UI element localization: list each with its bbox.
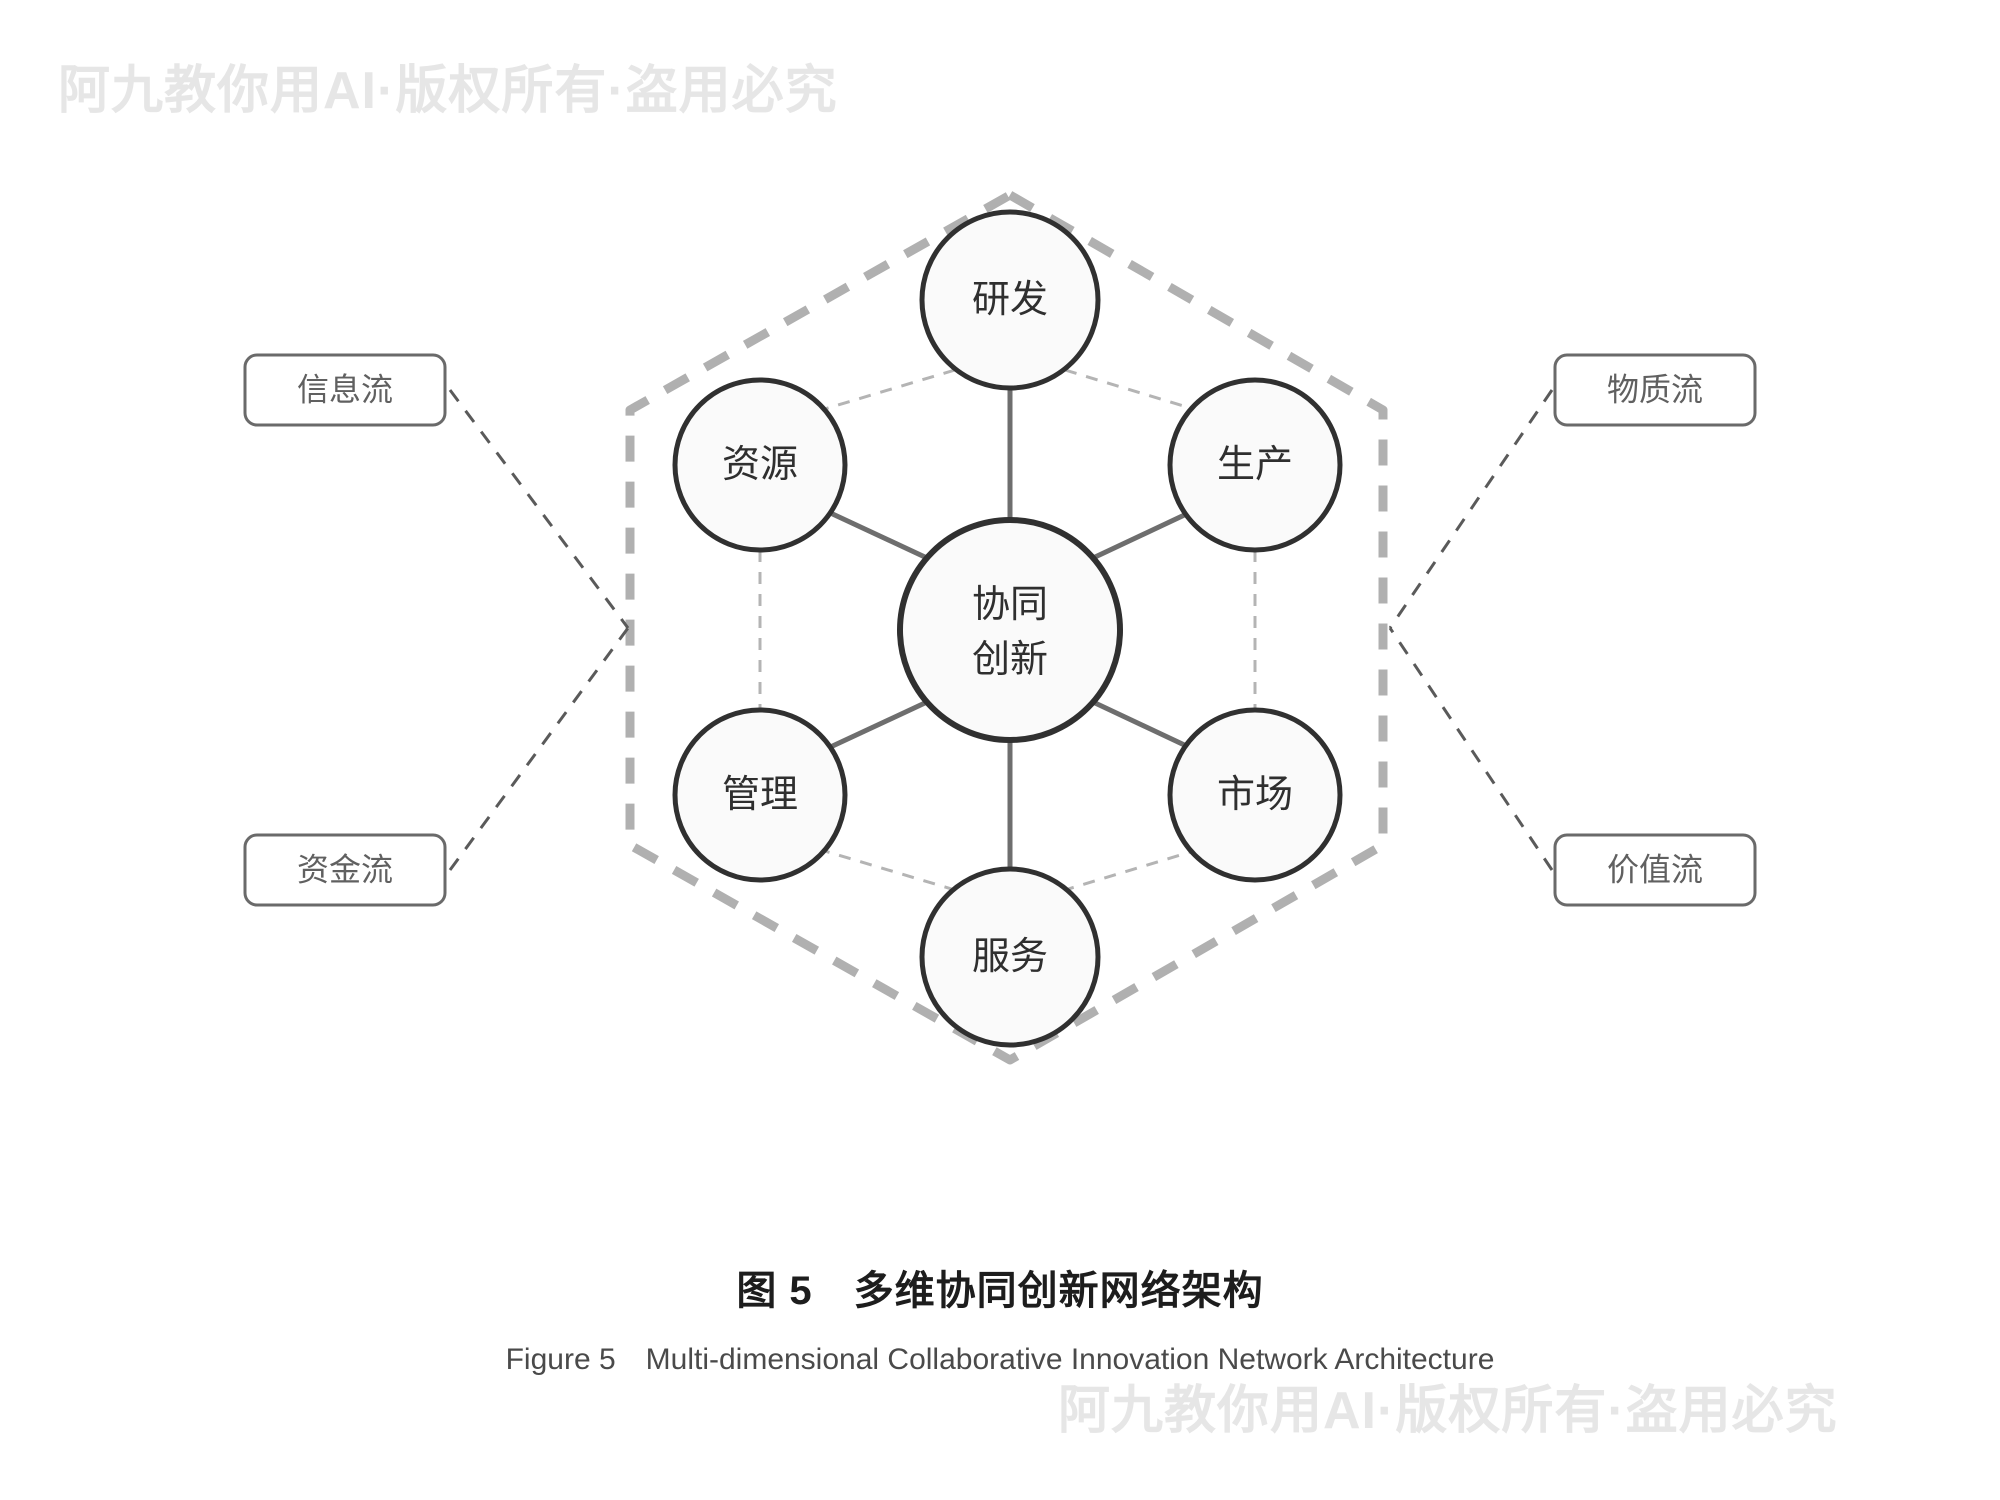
- node-management-circle[interactable]: [672, 707, 848, 883]
- flow-label-material-text: 物质流: [1607, 371, 1703, 407]
- figure-caption: 图 5 多维协同创新网络架构 Figure 5 Multi-dimensiona…: [0, 1258, 2000, 1378]
- flow-label-information-box[interactable]: [243, 353, 447, 427]
- flow-label-information[interactable]: 信息流: [243, 353, 447, 427]
- node-market-circle[interactable]: [1167, 707, 1343, 883]
- node-center-circle[interactable]: [897, 517, 1123, 743]
- spoke-group: [822, 388, 1197, 869]
- flow-label-value[interactable]: 价值流: [1553, 833, 1757, 907]
- node-management-label: 管理: [722, 774, 798, 816]
- flow-connector-value: [1388, 627, 1554, 871]
- watermark-top: 阿九教你用AI·版权所有·盗用必究: [58, 62, 838, 120]
- ring-link-rd-production: [1064, 368, 1201, 413]
- node-resource[interactable]: 资源: [672, 377, 848, 553]
- caption-english: Figure 5 Multi-dimensional Collaborative…: [505, 1343, 1495, 1376]
- node-market[interactable]: 市场: [1167, 707, 1343, 883]
- hexagon-boundary: [625, 190, 1388, 1065]
- flow-label-value-text: 价值流: [1607, 851, 1703, 887]
- flow-label-capital-text: 资金流: [297, 851, 393, 887]
- flow-label-material[interactable]: 物质流: [1553, 353, 1757, 427]
- node-rd-label: 研发: [972, 279, 1048, 321]
- flow-label-value-box[interactable]: [1553, 833, 1757, 907]
- spoke-center-market: [1091, 699, 1197, 753]
- node-market-label: 市场: [1217, 774, 1293, 816]
- node-resource-label: 资源: [722, 444, 798, 486]
- node-service[interactable]: 服务: [919, 866, 1101, 1048]
- node-production[interactable]: 生产: [1167, 377, 1343, 553]
- ring-link-group: [758, 368, 1257, 892]
- flow-label-capital[interactable]: 资金流: [243, 833, 447, 907]
- flow-label-material-box[interactable]: [1553, 353, 1757, 427]
- spoke-center-management: [822, 699, 929, 753]
- caption-chinese: 图 5 多维协同创新网络架构: [736, 1269, 1264, 1313]
- flow-label-information-text: 信息流: [297, 371, 393, 407]
- spoke-center-resource: [822, 507, 929, 561]
- node-service-label: 服务: [972, 936, 1048, 978]
- node-rd-circle[interactable]: [919, 209, 1101, 391]
- node-center-label-line1: 协同: [972, 584, 1048, 626]
- watermark-bottom: 阿九教你用AI·版权所有·盗用必究: [1058, 1382, 1838, 1440]
- node-production-circle[interactable]: [1167, 377, 1343, 553]
- flow-connector-material: [1388, 389, 1554, 629]
- node-production-label: 生产: [1217, 444, 1293, 486]
- node-center-hub[interactable]: 协同 创新: [897, 517, 1123, 743]
- flow-connector-group: [448, 389, 1554, 871]
- node-rd[interactable]: 研发: [919, 209, 1101, 391]
- node-service-circle[interactable]: [919, 866, 1101, 1048]
- node-resource-circle[interactable]: [672, 377, 848, 553]
- flow-connector-information: [448, 389, 630, 629]
- ring-link-rd-resource: [817, 368, 956, 413]
- spoke-center-production: [1091, 507, 1197, 561]
- ring-link-management-service: [817, 847, 956, 892]
- flow-connector-capital: [448, 627, 630, 871]
- node-center-label-line2: 创新: [972, 639, 1048, 681]
- flow-label-capital-box[interactable]: [243, 833, 447, 907]
- ring-link-market-service: [1064, 847, 1201, 892]
- node-management[interactable]: 管理: [672, 707, 848, 883]
